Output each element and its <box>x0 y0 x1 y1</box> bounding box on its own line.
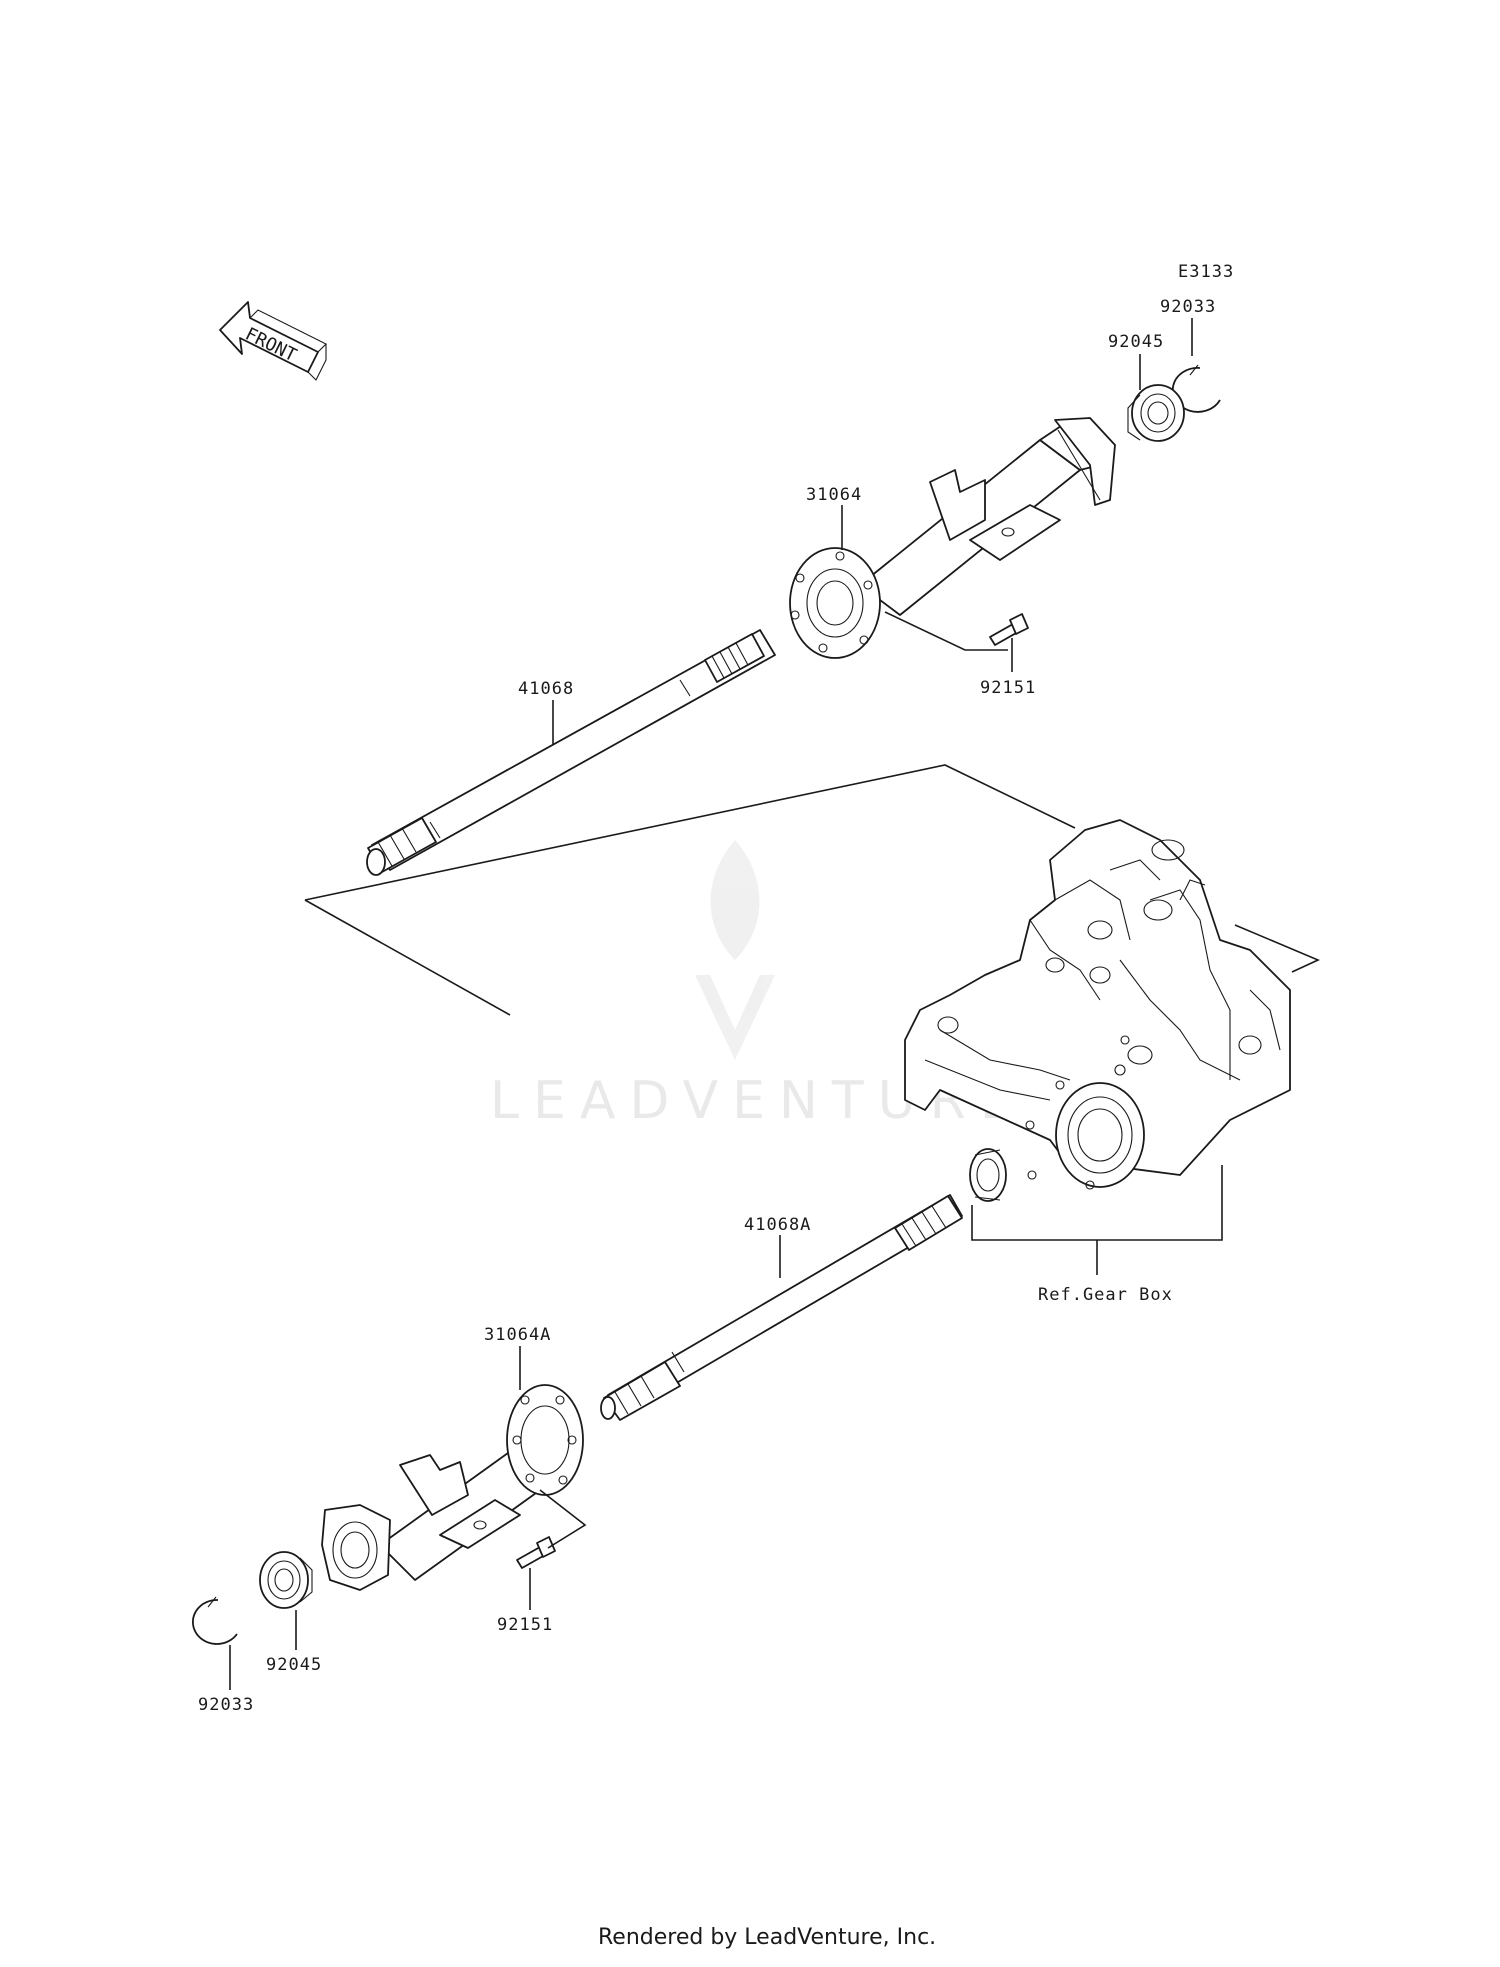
oil-seal <box>969 1148 1007 1202</box>
circlip-lower <box>192 1596 238 1645</box>
bearing-upper <box>1127 384 1185 442</box>
label-92045-lower: 92045 <box>266 1655 322 1675</box>
label-41068: 41068 <box>518 679 574 699</box>
watermark-logo-icon <box>695 840 775 1060</box>
bolt-lower <box>516 1536 556 1569</box>
bolt-upper <box>989 613 1029 646</box>
bearing-lower <box>259 1551 313 1609</box>
label-ref-gear-box: Ref.Gear Box <box>1038 1285 1173 1305</box>
label-92033-lower: 92033 <box>198 1695 254 1715</box>
label-92045-upper: 92045 <box>1108 332 1164 352</box>
label-31064a: 31064A <box>484 1325 551 1345</box>
label-92151-upper: 92151 <box>980 678 1036 698</box>
diagram-code: E3133 <box>1178 262 1234 282</box>
label-31064: 31064 <box>806 485 862 505</box>
gear-box <box>904 819 1291 1190</box>
label-92151-lower: 92151 <box>497 1615 553 1635</box>
axle-housing-lower <box>321 1384 584 1591</box>
label-92033-upper: 92033 <box>1160 297 1216 317</box>
axle-housing-upper <box>789 417 1116 659</box>
front-arrow-icon: FRONT <box>219 301 327 381</box>
label-41068a: 41068A <box>744 1215 811 1235</box>
axle-shaft-upper <box>366 629 776 876</box>
footer-credit: Rendered by LeadVenture, Inc. <box>598 1925 936 1950</box>
axle-shaft-lower <box>600 1194 963 1421</box>
